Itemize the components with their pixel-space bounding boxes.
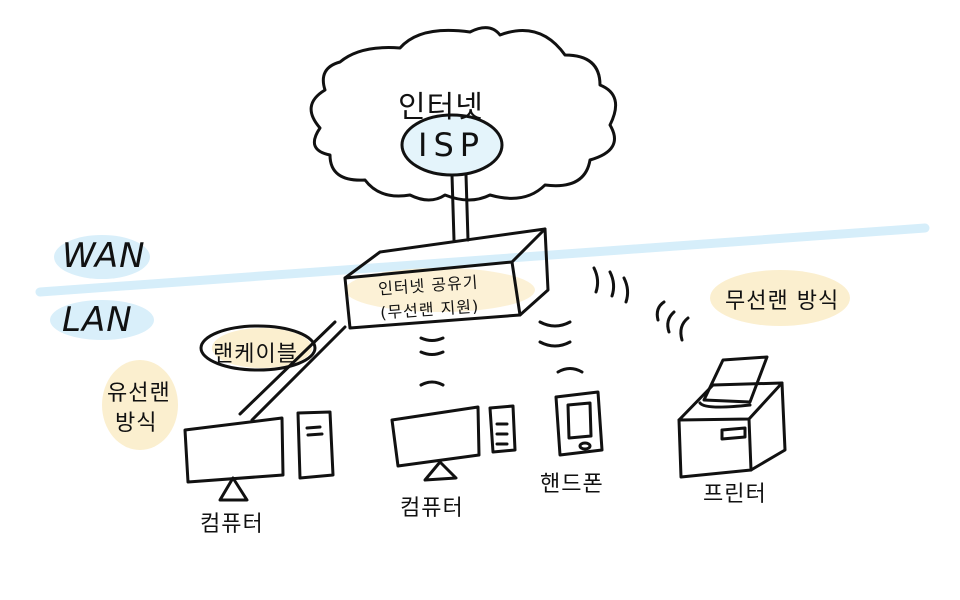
isp-label: ISP [418,126,486,164]
router-label-highlight [345,268,535,312]
device-label-phone: 핸드폰 [540,472,604,497]
computer-wireless-icon [390,404,517,482]
internet-cloud-icon [309,26,618,202]
wireless-label: 무선랜 방식 [725,289,840,314]
wifi-signal-phone [538,320,584,374]
lan-label: LAN [62,300,133,340]
wireless-highlight [710,270,850,326]
computer-wired-icon [183,410,335,502]
wan-highlight [54,235,150,279]
lan-highlight [50,300,154,340]
printer-icon [677,355,787,479]
device-label-printer: 프린터 [703,482,767,507]
device-label-pc-wired: 컴퓨터 [200,512,264,537]
wired-highlight [102,360,178,450]
lan-cable-label: 랜케이블 [213,342,298,367]
wired-label-line2: 방식 [115,411,158,436]
device-label-pc-wireless: 컴퓨터 [400,496,464,521]
wifi-signal-pc [419,336,445,387]
lan-cable-highlight [212,328,312,368]
internet-label: 인터넷 [398,90,484,125]
wifi-signal-printer [655,300,690,342]
wired-label-line1: 유선랜 [107,381,171,406]
phone-icon [554,390,604,457]
wifi-signal-router [592,266,630,304]
wan-lan-boundary [35,223,930,297]
router-icon [343,227,550,330]
lan-cable-oval [199,324,317,372]
uplink-cable [450,173,456,242]
wan-label: WAN [62,236,146,276]
